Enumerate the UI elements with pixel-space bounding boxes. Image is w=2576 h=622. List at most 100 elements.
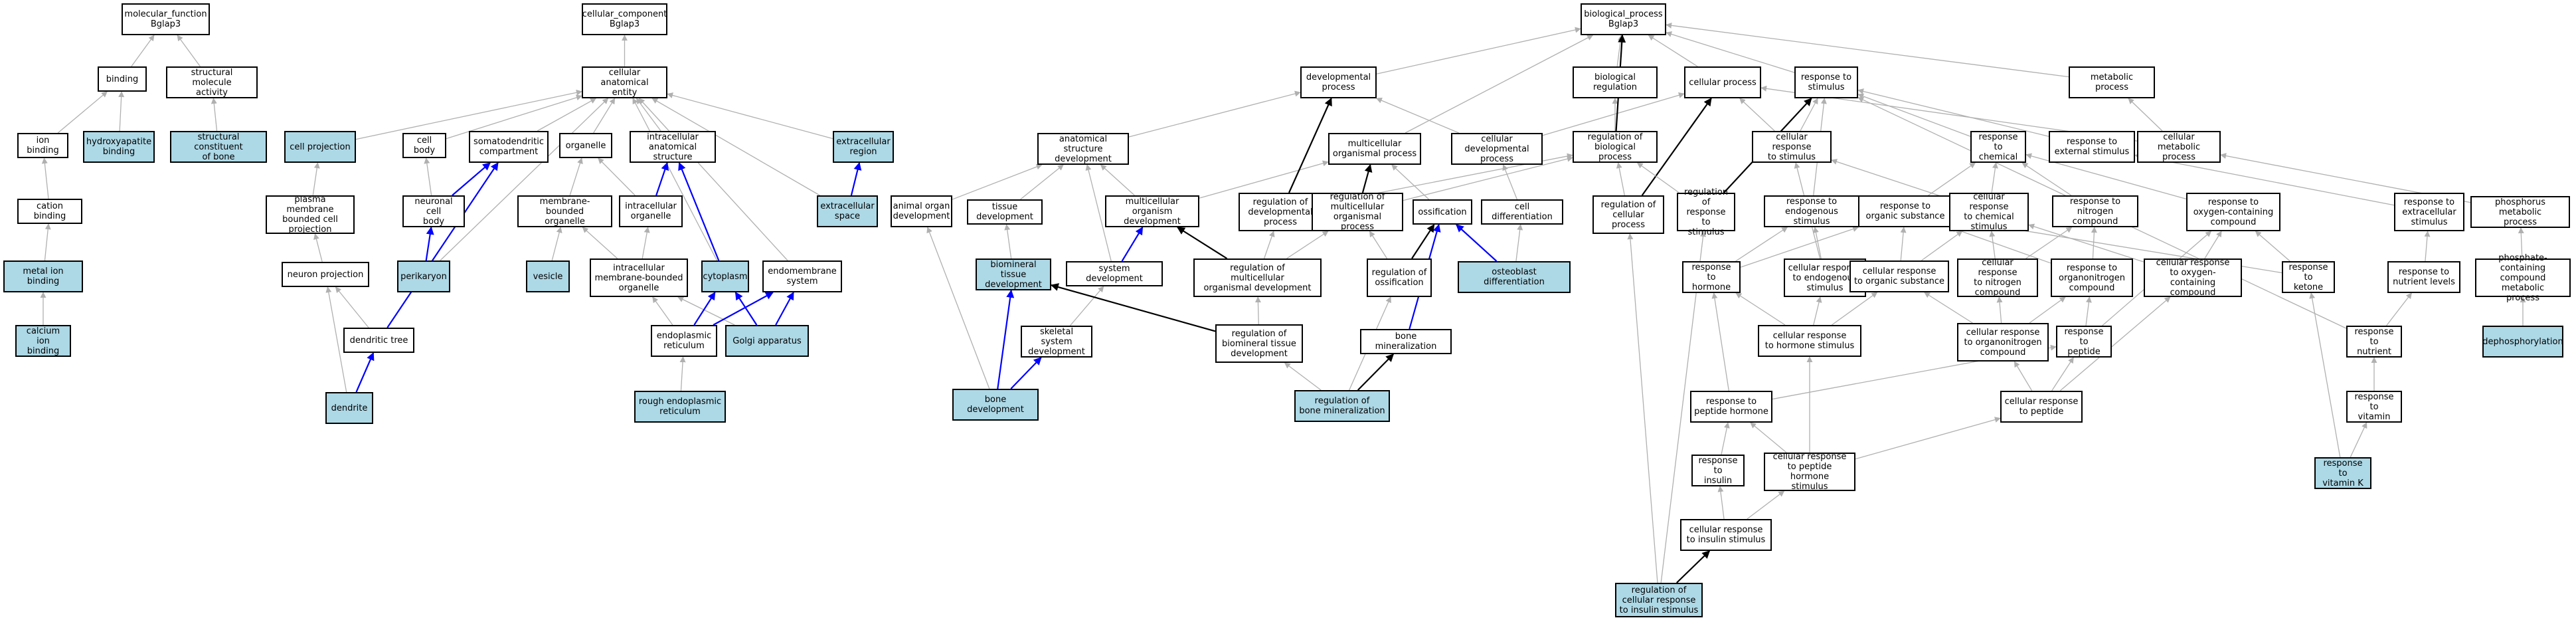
- term-node-cell-resp-organonitrogen[interactable]: cellular response to organonitrogen comp…: [1957, 323, 2049, 362]
- term-node-tissue-dev[interactable]: tissue development: [967, 199, 1043, 225]
- term-node-response-to-stimulus[interactable]: response to stimulus: [1794, 66, 1858, 98]
- term-node-reg-mc-org-process[interactable]: regulation of multicellular organismal p…: [1312, 192, 1403, 232]
- term-node-phosphate-metabolic[interactable]: phosphate-containing compound metabolic …: [2475, 253, 2571, 303]
- term-node-resp-organonitrogen[interactable]: response to organonitrogen compound: [2051, 259, 2133, 297]
- term-node-resp-organic[interactable]: response to organic substance: [1858, 195, 1952, 227]
- term-node-cell-metabolic[interactable]: cellular metabolic process: [2137, 131, 2221, 163]
- term-node-resp-nutrient[interactable]: response to nutrient: [2346, 326, 2402, 358]
- edge-is-a: [2085, 296, 2092, 326]
- term-node-ion-binding[interactable]: ion binding: [17, 133, 68, 158]
- term-node-resp-nutrient-levels[interactable]: response to nutrient levels: [2387, 261, 2460, 293]
- term-node-resp-oxygen[interactable]: response to oxygen-containing compound: [2186, 193, 2280, 231]
- term-node-resp-extracellular[interactable]: response to extracellular stimulus: [2394, 193, 2464, 231]
- term-node-intra-org[interactable]: intracellular organelle: [619, 195, 683, 227]
- term-node-mf[interactable]: molecular_function Bglap3: [122, 3, 210, 35]
- term-node-cytoplasm[interactable]: cytoplasm: [701, 260, 749, 292]
- term-node-cell-resp-chemical[interactable]: cellular response to chemical stimulus: [1949, 192, 2029, 232]
- term-node-struct-mol[interactable]: structural molecule activity: [166, 66, 258, 98]
- term-node-cc[interactable]: cellular_component Bglap3: [582, 3, 667, 35]
- edge-is-a: [2424, 231, 2431, 262]
- term-node-cellular-process[interactable]: cellular process: [1684, 66, 1761, 98]
- term-node-somatodendritic[interactable]: somatodendritic compartment: [469, 131, 549, 163]
- term-node-reg-biomin-tissue-dev[interactable]: regulation of biomineral tissue developm…: [1215, 324, 1303, 363]
- term-node-cell-diff[interactable]: cell differentiation: [1481, 199, 1563, 225]
- term-node-cae[interactable]: cellular anatomical entity: [582, 66, 667, 98]
- term-node-osteoblast-diff[interactable]: osteoblast differentiation: [1458, 261, 1571, 293]
- term-node-bone-dev[interactable]: bone development: [952, 389, 1039, 421]
- term-node-resp-vitamin[interactable]: response to vitamin: [2346, 391, 2402, 423]
- term-node-dendritic-tree[interactable]: dendritic tree: [343, 328, 414, 353]
- term-node-imbo[interactable]: intracellular membrane-bounded organelle: [590, 259, 688, 297]
- edge-is-a: [667, 92, 833, 140]
- term-node-bp[interactable]: biological_process Bglap3: [1581, 3, 1666, 35]
- term-node-resp-hormone[interactable]: response to hormone: [1682, 261, 1741, 293]
- term-node-resp-nitrogen[interactable]: response to nitrogen compound: [2052, 195, 2138, 227]
- term-node-vesicle[interactable]: vesicle: [526, 260, 570, 292]
- edge-part-of: [452, 162, 491, 196]
- term-node-reg-resp-stimulus[interactable]: regulation of response to stimulus: [1677, 187, 1735, 237]
- term-node-golgi[interactable]: Golgi apparatus: [725, 325, 809, 357]
- term-node-cell-resp-oxygen[interactable]: cellular response to oxygen-containing c…: [2144, 258, 2242, 298]
- term-node-pm-bounded[interactable]: plasma membrane bounded cell projection: [266, 195, 355, 235]
- edge-is-a: [1928, 162, 1976, 196]
- term-node-neuronal-cell-body[interactable]: neuronal cell body: [402, 195, 465, 227]
- term-node-resp-ketone[interactable]: response to ketone: [2282, 261, 2335, 293]
- term-node-resp-external[interactable]: response to external stimulus: [2049, 131, 2135, 163]
- term-node-endomembrane[interactable]: endomembrane system: [762, 260, 842, 292]
- term-node-resp-peptide-hormone[interactable]: response to peptide hormone: [1690, 391, 1772, 423]
- edge-is-a: [1403, 156, 1573, 201]
- term-node-resp-insulin[interactable]: response to insulin: [1691, 455, 1745, 486]
- term-node-reg-biological-process[interactable]: regulation of biological process: [1573, 131, 1658, 163]
- term-node-mc-org-process[interactable]: multicellular organismal process: [1328, 133, 1421, 165]
- term-node-reg-cell-resp-insulin[interactable]: regulation of cellular response to insul…: [1615, 583, 1703, 617]
- term-node-reg-dev-process[interactable]: regulation of developmental process: [1239, 193, 1322, 231]
- term-node-cell-resp-hormone[interactable]: cellular response to hormone stimulus: [1758, 325, 1861, 357]
- term-node-cell-resp-stimulus[interactable]: cellular response to stimulus: [1752, 131, 1832, 163]
- term-node-reg-cellular-process[interactable]: regulation of cellular process: [1592, 195, 1664, 234]
- term-node-mc-org-dev[interactable]: multicellular organism development: [1105, 195, 1199, 227]
- term-node-cell-resp-insulin[interactable]: cellular response to insulin stimulus: [1680, 519, 1772, 551]
- term-node-resp-vitamin-k[interactable]: response to vitamin K: [2314, 457, 2371, 489]
- term-node-cell-resp-organic[interactable]: cellular response to organic substance: [1849, 260, 1949, 292]
- term-node-cation-binding[interactable]: cation binding: [17, 199, 82, 224]
- term-node-resp-endogenous[interactable]: response to endogenous stimulus: [1764, 195, 1859, 227]
- term-node-extracellular-space[interactable]: extracellular space: [817, 195, 878, 227]
- term-node-metal-ion-binding[interactable]: metal ion binding: [3, 260, 83, 292]
- term-node-cell-resp-nitrogen[interactable]: cellular response to nitrogen compound: [1957, 258, 2038, 298]
- term-node-system-dev[interactable]: system development: [1066, 261, 1163, 286]
- term-node-cell-body[interactable]: cell body: [402, 133, 446, 158]
- term-node-intra-ase[interactable]: intracellular anatomical structure: [630, 131, 716, 163]
- term-node-hydroxyapatite[interactable]: hydroxyapatite binding: [83, 131, 155, 163]
- term-node-cell-dev-process[interactable]: cellular developmental process: [1451, 133, 1543, 165]
- term-node-biomineral-tissue-dev[interactable]: biomineral tissue development: [976, 259, 1051, 290]
- term-node-reg-ossification[interactable]: regulation of ossification: [1367, 259, 1432, 297]
- term-node-reg-mc-org-dev[interactable]: regulation of multicellular organismal d…: [1193, 259, 1322, 297]
- term-node-ase-dev[interactable]: anatomical structure development: [1037, 133, 1129, 165]
- term-node-dendrite[interactable]: dendrite: [325, 392, 373, 424]
- term-node-reg-bone-mineralization[interactable]: regulation of bone mineralization: [1294, 390, 1390, 422]
- term-node-cell-resp-peptide-hormone[interactable]: cellular response to peptide hormone sti…: [1764, 452, 1855, 492]
- term-node-dev-process[interactable]: developmental process: [1300, 66, 1377, 98]
- term-node-perikaryon[interactable]: perikaryon: [397, 260, 450, 292]
- term-node-animal-organ-dev[interactable]: animal organ development: [891, 195, 952, 227]
- term-node-resp-chemical[interactable]: response to chemical: [1970, 131, 2026, 163]
- term-node-resp-peptide[interactable]: response to peptide: [2056, 326, 2112, 358]
- term-node-metabolic-process[interactable]: metabolic process: [2069, 66, 2155, 98]
- term-node-dephosphorylation[interactable]: dephosphorylation: [2482, 326, 2563, 358]
- term-node-struct-bone[interactable]: structural constituent of bone: [170, 131, 267, 163]
- term-node-binding[interactable]: binding: [98, 66, 147, 92]
- term-node-cell-projection[interactable]: cell projection: [284, 131, 356, 163]
- term-node-mbo[interactable]: membrane-bounded organelle: [517, 195, 612, 227]
- term-node-biological-regulation[interactable]: biological regulation: [1573, 66, 1658, 98]
- term-node-organelle[interactable]: organelle: [559, 133, 612, 158]
- term-node-phosphorus-metabolic[interactable]: phosphorus metabolic process: [2470, 196, 2570, 228]
- term-node-skeletal-dev[interactable]: skeletal system development: [1021, 326, 1092, 358]
- term-node-rer[interactable]: rough endoplasmic reticulum: [634, 391, 726, 423]
- term-node-neuron-projection[interactable]: neuron projection: [282, 262, 369, 287]
- term-node-cell-resp-peptide[interactable]: cellular response to peptide: [2000, 391, 2083, 423]
- term-node-calcium-ion-binding[interactable]: calcium ion binding: [15, 325, 71, 357]
- term-node-bone-mineralization[interactable]: bone mineralization: [1360, 329, 1452, 354]
- term-node-ossification[interactable]: ossification: [1413, 199, 1472, 225]
- term-node-er[interactable]: endoplasmic reticulum: [651, 325, 717, 357]
- term-node-extracellular-region[interactable]: extracellular region: [833, 131, 894, 163]
